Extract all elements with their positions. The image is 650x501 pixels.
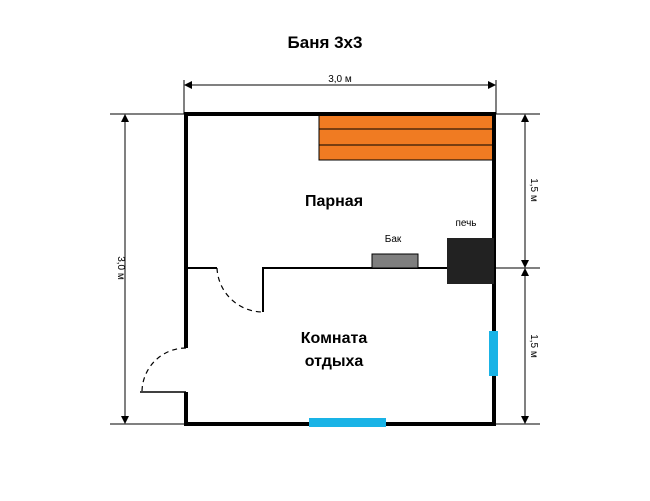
outer-door xyxy=(140,347,187,393)
tank-label: Бак xyxy=(385,234,402,245)
dimension-right: 1,5 м 1,5 м xyxy=(494,113,540,425)
tank xyxy=(371,253,419,269)
dimension-left-label: 3,0 м xyxy=(115,256,126,280)
dimension-right-upper-label: 1,5 м xyxy=(528,178,539,202)
room-rest-label-line1: Комната xyxy=(301,330,368,347)
window-bottom xyxy=(309,418,386,427)
window-right xyxy=(489,331,498,376)
dimension-right-lower-label: 1,5 м xyxy=(528,334,539,358)
inner-door xyxy=(216,267,264,313)
dimension-top: 3,0 м xyxy=(183,74,497,114)
dimension-left: 3,0 м xyxy=(110,113,186,425)
stove-label: печь xyxy=(455,218,476,229)
dimension-top-label: 3,0 м xyxy=(328,74,352,85)
room-steam-label: Парная xyxy=(305,193,363,210)
bench xyxy=(318,113,496,161)
room-rest-label-line2: отдыха xyxy=(305,353,364,370)
stove xyxy=(447,238,494,284)
plan-title: Баня 3х3 xyxy=(288,33,363,52)
